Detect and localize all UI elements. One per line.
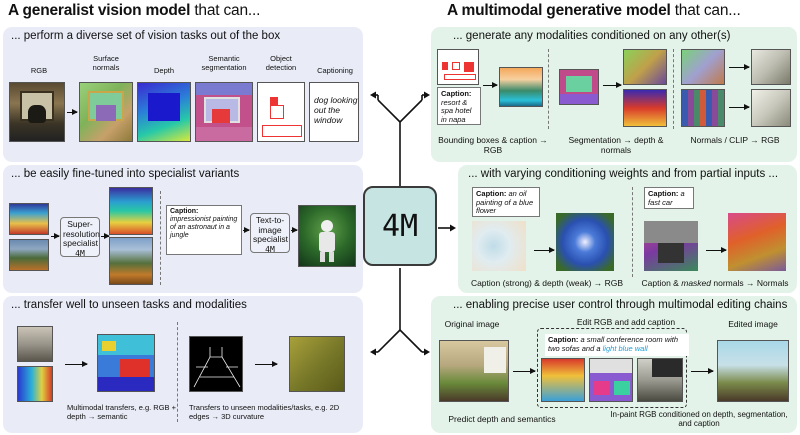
- panel-weights: ... with varying conditioning weights an…: [458, 165, 797, 293]
- caption-flower-box: Caption: an oil painting of a blue flowe…: [472, 187, 540, 217]
- left-heading: A generalist vision model that can...: [8, 2, 261, 19]
- label-surface-normals: Surface normals: [92, 54, 120, 72]
- text-to-image-specialist: Text-to-image specialist 4M: [250, 213, 290, 254]
- depth-output-image: [623, 89, 667, 127]
- depth-room-image: [17, 366, 53, 402]
- label-captioning: Captioning: [317, 66, 353, 75]
- arrow: [513, 368, 536, 374]
- rgb-output-image-1: [751, 49, 791, 85]
- normals-output-image: [623, 49, 667, 85]
- highres-depth-image: [109, 187, 153, 235]
- caption-input-box: Caption: resort & spa hotel in napa: [437, 87, 481, 125]
- captioning-output: dog looking out the window: [309, 82, 359, 142]
- caption-car-box: Caption: a fast car: [644, 187, 694, 209]
- arrow: [101, 233, 110, 239]
- rgb-output-image-2: [751, 89, 791, 127]
- arrow: [67, 109, 78, 115]
- panel-title: ... enabling precise user control throug…: [453, 299, 788, 311]
- segmentation-input-image: [559, 69, 599, 105]
- divider: [177, 322, 178, 422]
- caption-masked-normals: Caption & masked normals → Normals: [641, 278, 789, 288]
- panel-editing: ... enabling precise user control throug…: [431, 296, 797, 433]
- caption-strong-weak: Caption (strong) & depth (weak) → RGB: [470, 278, 624, 288]
- curvature-output-image: [289, 336, 345, 392]
- arrow: [691, 368, 714, 374]
- arrow: [51, 233, 60, 239]
- normals-output-image: [728, 213, 786, 271]
- arrow: [65, 361, 88, 367]
- rgb-room-image: [17, 326, 53, 362]
- arrow: [534, 247, 555, 253]
- surface-normals-image: [79, 82, 133, 142]
- semantic-output-image: [97, 334, 155, 392]
- normals-input-image: [681, 49, 725, 85]
- label-original-image: Original image: [444, 319, 500, 329]
- highres-rgb-image: [109, 237, 153, 285]
- caption-predict: Predict depth and semantics: [448, 414, 556, 424]
- connector-lines: [362, 62, 438, 382]
- edges-image: [189, 336, 243, 392]
- arrow: [291, 227, 298, 233]
- divider: [160, 191, 161, 285]
- arrow: [255, 361, 278, 367]
- panel-transfer: ... transfer well to unseen tasks and mo…: [3, 296, 363, 433]
- lowres-rgb-image: [9, 239, 49, 271]
- arrow: [729, 64, 750, 70]
- astronaut-jungle-image: [298, 205, 356, 267]
- depth-image: [137, 82, 191, 142]
- caption-inpaint: In-paint RGB conditioned on depth, segme…: [610, 410, 788, 428]
- arrow: [243, 227, 250, 233]
- super-resolution-specialist: Super-resolution specialist 4M: [60, 217, 100, 258]
- caption-normals-clip-to-rgb: Normals / CLIP → RGB: [690, 135, 780, 145]
- panel-title: ... with varying conditioning weights an…: [468, 168, 779, 180]
- panel-title: ... be easily fine-tuned into specialist…: [11, 168, 240, 180]
- divider: [548, 49, 549, 129]
- clip-input-image: [681, 89, 725, 127]
- bbox-input-image: [437, 49, 479, 85]
- arrow: [706, 247, 727, 253]
- caption-multimodal-transfer: Multimodal transfers, e.g. RGB + depth →…: [67, 403, 176, 421]
- resort-output-image: [499, 67, 543, 107]
- divider: [673, 49, 674, 129]
- caption-seg-to-depth-normals: Segmentation → depth & normals: [568, 135, 664, 155]
- caption-input-box: Caption: impressionist painting of an as…: [166, 205, 242, 255]
- panel-title: ... transfer well to unseen tasks and mo…: [11, 299, 247, 311]
- label-semantic-segmentation: Semantic segmentation: [201, 54, 247, 72]
- edit-semantics-image: [589, 358, 633, 402]
- rgb-dog-image: [9, 82, 65, 142]
- edit-caption-box: Caption: a small conference room with tw…: [545, 334, 689, 356]
- label-edited-image: Edited image: [728, 319, 778, 329]
- panel-vision-tasks: ... perform a diverse set of vision task…: [3, 27, 363, 162]
- divider: [632, 187, 633, 277]
- panel-finetune: ... be easily fine-tuned into specialist…: [3, 165, 363, 293]
- arrow: [729, 104, 750, 110]
- panel-title: ... perform a diverse set of vision task…: [11, 30, 281, 42]
- label-rgb: RGB: [30, 66, 48, 75]
- semantic-segmentation-image: [195, 82, 253, 142]
- arrow: [483, 82, 498, 88]
- arrow: [603, 82, 622, 88]
- original-room-image: [439, 340, 509, 402]
- edited-room-image: [717, 340, 789, 402]
- label-edit-rgb: Edit RGB and add caption: [571, 317, 681, 328]
- right-heading: A multimodal generative model that can..…: [447, 2, 741, 19]
- panel-generate: ... generate any modalities conditioned …: [431, 27, 797, 162]
- panel-title: ... generate any modalities conditioned …: [453, 30, 731, 42]
- blue-flower-image: [556, 213, 614, 271]
- edit-rgb-image: [637, 358, 683, 402]
- caption-bbox-to-rgb: Bounding boxes & caption → RGB: [438, 135, 548, 155]
- caption-unseen-transfer: Transfers to unseen modalities/tasks, e.…: [189, 403, 340, 421]
- label-depth: Depth: [153, 66, 174, 75]
- label-object-detection: Object detection: [265, 54, 297, 72]
- edit-depth-image: [541, 358, 585, 402]
- 4m-model-box: 4M: [363, 186, 437, 266]
- masked-normals-image: [644, 221, 698, 271]
- lowres-depth-image: [9, 203, 49, 235]
- edit-group-box: [537, 328, 687, 408]
- object-detection-image: [257, 82, 305, 142]
- weak-depth-image: [472, 221, 526, 271]
